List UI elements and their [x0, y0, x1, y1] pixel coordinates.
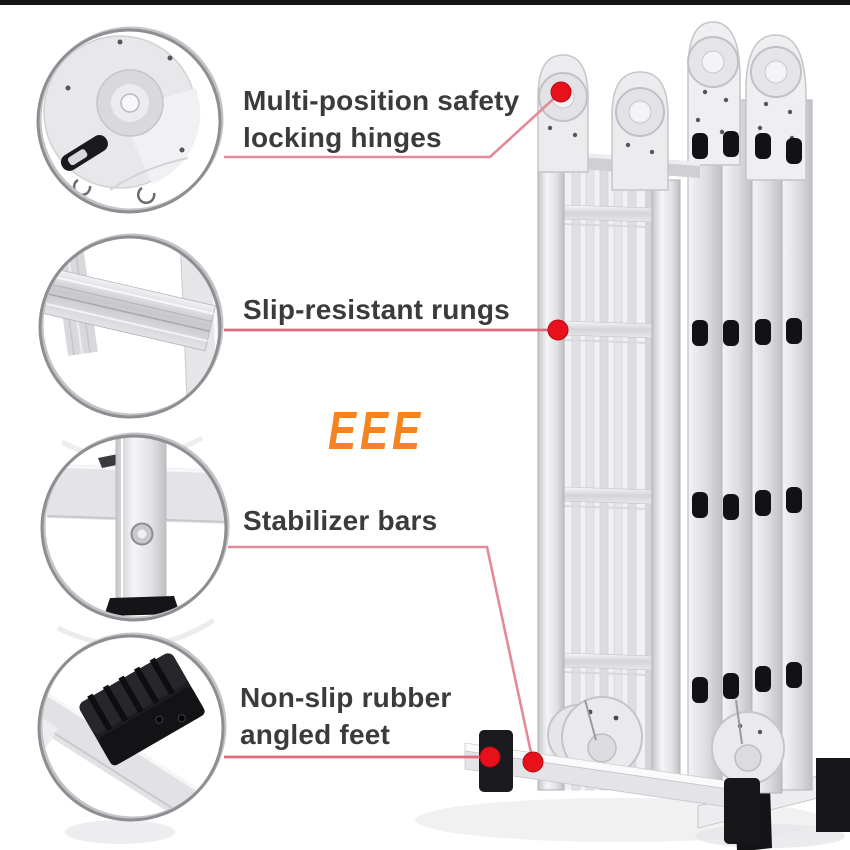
leader-line-stabilizer: [228, 545, 535, 763]
stabilizer-bar-closeup-photo: [44, 436, 226, 618]
circle-ring: [40, 434, 228, 622]
marker-dot-stabilizer: [522, 751, 544, 773]
rungs: [561, 204, 653, 676]
hinge-closeup-photo: [40, 30, 220, 210]
folded-sections: [687, 21, 813, 796]
front-left-rail: [537, 139, 565, 791]
brand-watermark: EEE: [328, 401, 424, 461]
label-line: Stabilizer bars: [243, 505, 438, 536]
top-border-bar: [0, 0, 850, 5]
circle-ring: [39, 632, 227, 820]
bottom-locking-hinge: [547, 696, 643, 778]
label-line: Slip-resistant rungs: [243, 294, 510, 325]
hinge-head: [537, 54, 589, 173]
circle-ring: [38, 235, 222, 419]
rubber-foot-block: [79, 653, 205, 766]
label-line: Multi-position safety: [243, 85, 520, 116]
foot-reflection: [65, 820, 175, 844]
bottom-locking-hinge: [711, 699, 785, 785]
label-line: Non-slip rubber: [240, 682, 452, 713]
callout-circle-rung: [38, 233, 224, 462]
ladder-photo: [65, 21, 850, 850]
marker-dot-rungs: [547, 319, 569, 341]
callout-circle-stabilizer: [40, 432, 230, 649]
label-locking-hinges: Multi-position safety locking hinges: [243, 82, 519, 156]
circle-ring: [40, 233, 224, 417]
hinge-lock-slot: [60, 134, 108, 171]
circle-ring: [36, 28, 222, 214]
hinge-head: [687, 21, 741, 166]
rear-rubber-foot: [816, 758, 850, 832]
label-slip-resistant-rungs: Slip-resistant rungs: [243, 291, 510, 328]
annotations: [224, 81, 572, 773]
circle-ring: [42, 432, 230, 620]
rail-end-cap: [104, 596, 180, 616]
label-non-slip-feet: Non-slip rubber angled feet: [240, 679, 451, 753]
front-rubber-foot: [724, 778, 760, 844]
label-line: locking hinges: [243, 122, 442, 153]
leader-line-hinges: [224, 91, 562, 159]
front-section: [537, 54, 700, 793]
rubber-foot-closeup-photo: [41, 636, 223, 818]
circle-ring: [38, 26, 224, 212]
callout-circle-hinge: [36, 26, 224, 214]
label-line: angled feet: [240, 719, 391, 750]
circle-ring: [37, 634, 225, 822]
inner-slats: [571, 167, 655, 791]
marker-dot-hinges: [550, 81, 572, 103]
hinge-head: [611, 71, 669, 191]
front-right-rail: [651, 179, 681, 793]
marker-dot-feet: [479, 746, 501, 768]
label-stabilizer-bars: Stabilizer bars: [243, 502, 437, 539]
callout-circle-foot: [37, 632, 227, 822]
rung-lock-slots: [692, 131, 802, 703]
